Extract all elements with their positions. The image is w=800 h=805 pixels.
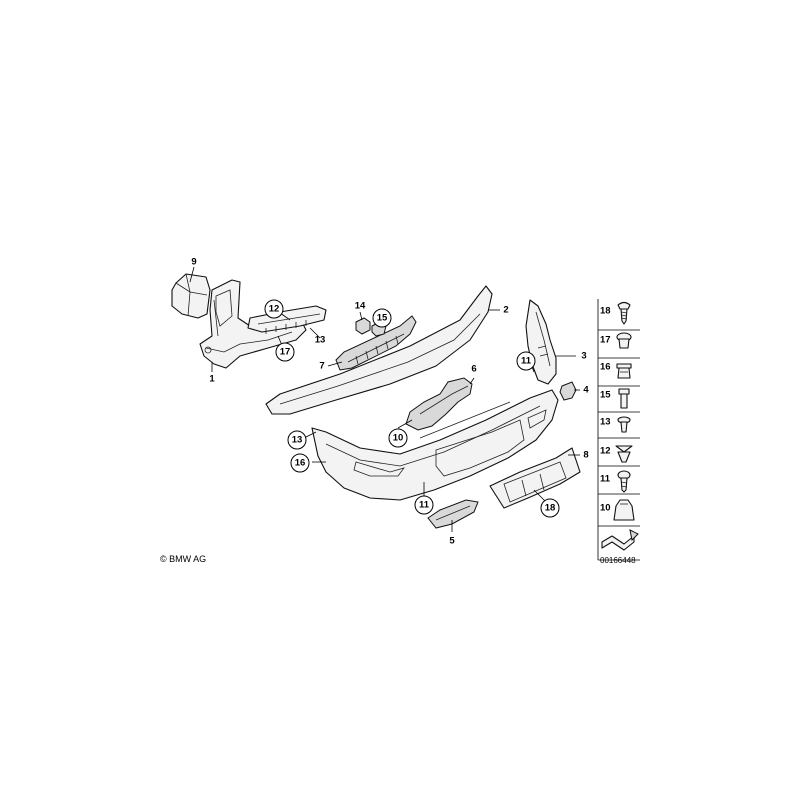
- callout-5: 5: [449, 536, 455, 547]
- screw-13-icon: [617, 416, 631, 433]
- callout-10: 10: [388, 428, 408, 448]
- diagram-number: 00166448: [600, 556, 636, 565]
- part-14-clip: [355, 317, 371, 335]
- svg-text:12: 12: [269, 304, 280, 315]
- grommet-10-icon: [613, 499, 635, 521]
- legend-label-10: 10: [600, 503, 611, 514]
- svg-text:17: 17: [280, 347, 291, 358]
- part-18-plate-holder: [489, 447, 581, 509]
- legend-label-12: 12: [600, 446, 611, 457]
- svg-text:11: 11: [521, 356, 532, 367]
- part-2-bumper-upper-trim: [265, 285, 493, 415]
- svg-text:15: 15: [377, 313, 388, 324]
- svg-text:13: 13: [292, 435, 303, 446]
- callout-14: 14: [355, 301, 366, 312]
- screw-11-icon: [617, 470, 631, 493]
- part-8-lower-bumper-cover: [311, 389, 559, 501]
- copyright-text: © BMW AG: [160, 554, 206, 564]
- part-3-side-panel: [525, 299, 557, 385]
- callout-6: 6: [471, 364, 476, 375]
- callout-18-plate: 18: [540, 498, 560, 518]
- callout-7: 7: [319, 361, 324, 372]
- legend-label-13: 13: [600, 417, 611, 428]
- callout-15: 15: [372, 308, 392, 328]
- svg-text:10: 10: [393, 433, 404, 444]
- legend-label-18: 18: [600, 306, 611, 317]
- part-9-foam-block: [171, 273, 211, 319]
- callout-2: 2: [503, 305, 508, 316]
- legend-column: 18 17 16 15 13 12 11 10: [597, 299, 640, 561]
- callout-17: 17: [275, 342, 295, 362]
- svg-text:13: 13: [315, 335, 326, 346]
- rivet-17-icon: [616, 332, 632, 349]
- callout-12: 12: [264, 299, 284, 319]
- callout-4: 4: [583, 385, 589, 396]
- legend-label-15: 15: [600, 390, 611, 401]
- callout-9: 9: [191, 257, 196, 268]
- callout-1: 1: [209, 374, 215, 385]
- callout-11-lower: 11: [414, 495, 434, 515]
- callout-13-upper: 13: [315, 335, 326, 346]
- clip-12-icon: [615, 445, 633, 463]
- part-4-clip: [559, 381, 577, 401]
- svg-text:18: 18: [545, 503, 556, 514]
- svg-text:16: 16: [295, 458, 306, 469]
- legend-label-16: 16: [600, 362, 611, 373]
- callout-11-upper: 11: [516, 351, 536, 371]
- part-7-mount-bar: [335, 315, 417, 371]
- svg-text:11: 11: [419, 500, 430, 511]
- callout-3: 3: [581, 351, 586, 362]
- callout-16: 16: [290, 453, 310, 473]
- legend-label-17: 17: [600, 335, 611, 346]
- view-arrow-icon: [601, 529, 639, 551]
- callout-13-lower: 13: [287, 430, 307, 450]
- part-1-side-bracket: [199, 279, 307, 369]
- nut-16-icon: [616, 363, 632, 379]
- legend-label-11: 11: [600, 474, 611, 485]
- screw-18-icon: [617, 301, 631, 325]
- callout-8: 8: [583, 450, 588, 461]
- part-6-bracket: [405, 377, 473, 431]
- bolt-15-icon: [618, 388, 630, 409]
- part-5-reflector: [427, 499, 479, 529]
